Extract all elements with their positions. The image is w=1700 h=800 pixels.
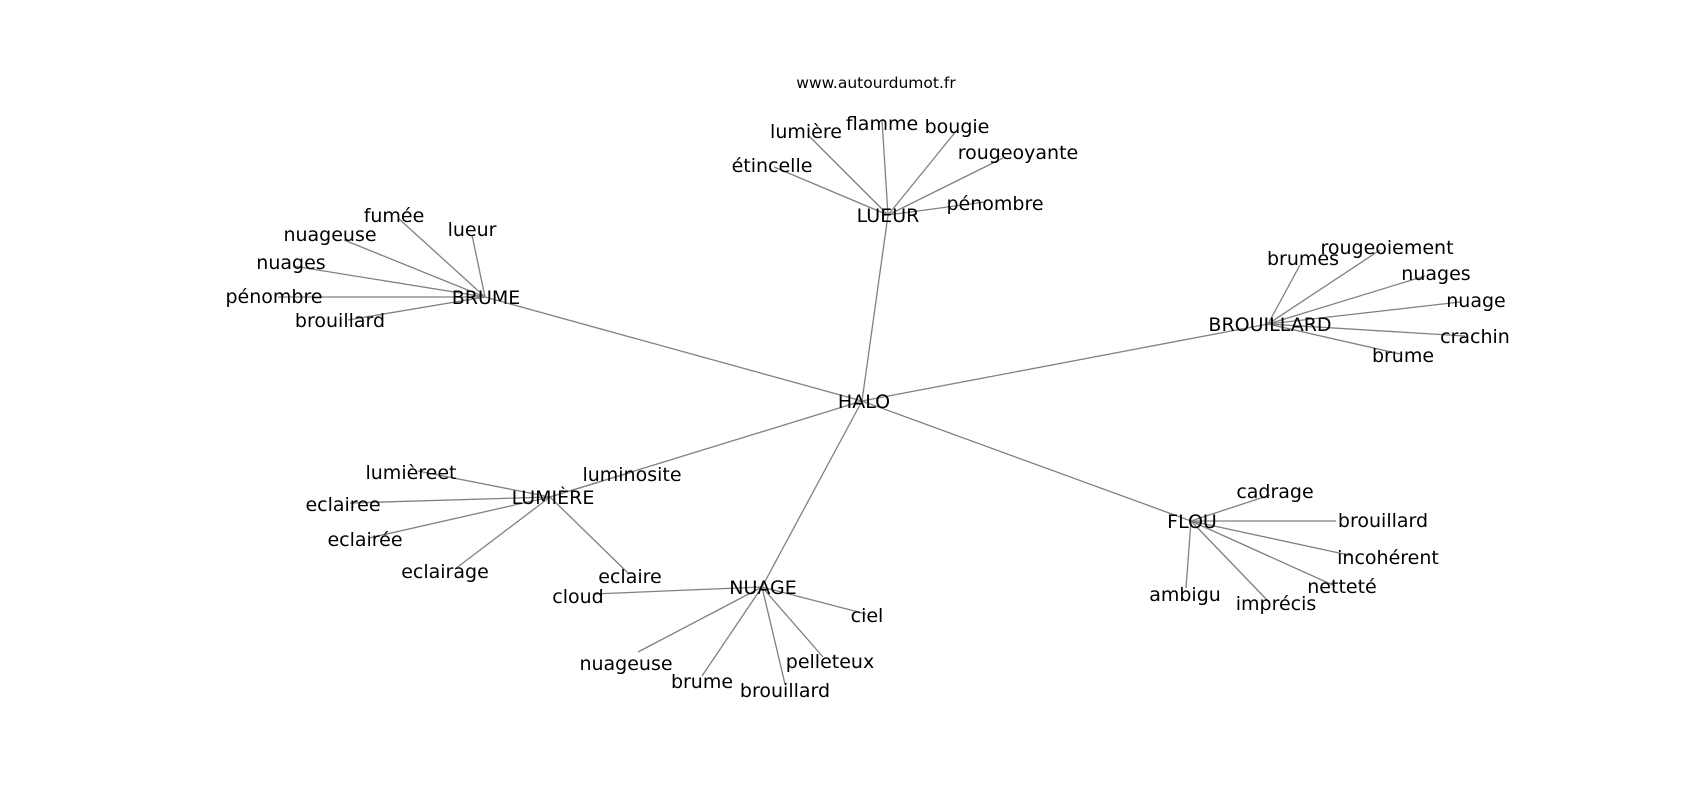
- edge-brouillard-rougeoiement: [1267, 249, 1381, 325]
- hub-node-flou[interactable]: FLOU: [1167, 511, 1217, 533]
- leaf-node-nuage-pelleteux[interactable]: pelleteux: [786, 651, 874, 673]
- leaf-node-brouillard-rougeoiement[interactable]: rougeoiement: [1320, 237, 1453, 259]
- leaf-node-nuage-brouillard[interactable]: brouillard: [740, 680, 830, 702]
- source-label: www.autourdumot.fr: [796, 74, 956, 92]
- edge-halo-flou: [861, 400, 1192, 522]
- hub-node-nuage[interactable]: NUAGE: [729, 577, 797, 599]
- edge-brume-brouillard: [347, 296, 486, 321]
- leaf-node-brume-fumee[interactable]: fumée: [364, 205, 425, 227]
- leaf-node-brume-penombre[interactable]: pénombre: [225, 286, 322, 308]
- edge-flou-nettete: [1190, 520, 1336, 587]
- leaf-node-nuage-nuageuse[interactable]: nuageuse: [579, 653, 672, 675]
- edge-nuage-pelleteux: [761, 586, 824, 658]
- leaf-node-flou-nettete[interactable]: netteté: [1307, 576, 1376, 598]
- leaf-node-brouillard-crachin[interactable]: crachin: [1440, 326, 1510, 348]
- edge-halo-brouillard: [861, 323, 1269, 402]
- edge-nuage-brouillard: [761, 586, 786, 685]
- edge-brouillard-nuage: [1267, 301, 1461, 325]
- leaf-node-lumiere-eclairage[interactable]: eclairage: [401, 561, 489, 583]
- edge-flou-incoherent: [1190, 520, 1354, 557]
- edge-lumiere-luminosite: [549, 471, 633, 498]
- leaf-node-nuage-ciel[interactable]: ciel: [851, 605, 884, 627]
- edge-nuage-nuageuse: [637, 586, 763, 653]
- leaf-node-lumiere-eclairee2[interactable]: eclairée: [327, 529, 402, 551]
- leaf-node-lumiere-luminosite[interactable]: luminosite: [582, 464, 681, 486]
- leaf-node-flou-cadrage[interactable]: cadrage: [1236, 481, 1313, 503]
- leaf-node-brume-nuages[interactable]: nuages: [256, 252, 325, 274]
- edge-lueur-rougeoyante: [887, 157, 1004, 216]
- edge-lumiere-eclaire: [549, 496, 629, 574]
- leaf-node-lueur-etincelle[interactable]: étincelle: [732, 155, 813, 177]
- leaf-node-lumiere-eclairee1[interactable]: eclairee: [305, 494, 380, 516]
- edge-brume-fumee: [397, 217, 486, 298]
- leaf-node-brouillard-nuage[interactable]: nuage: [1446, 290, 1505, 312]
- center-node-halo[interactable]: HALO: [838, 391, 890, 413]
- leaf-node-lueur-lumiere[interactable]: lumière: [770, 121, 842, 143]
- edge-flou-ambigu: [1185, 520, 1192, 589]
- leaf-node-brouillard-brume[interactable]: brume: [1372, 345, 1434, 367]
- edge-brouillard-brumes: [1267, 264, 1301, 325]
- edge-flou-cadrage: [1190, 494, 1271, 522]
- edge-nuage-cloud: [592, 586, 763, 595]
- leaf-node-lumiere-eclaire[interactable]: eclaire: [598, 566, 661, 588]
- edge-lueur-bougie: [887, 129, 958, 216]
- edge-brouillard-nuages: [1267, 275, 1426, 325]
- edge-flou-imprecis: [1190, 520, 1269, 602]
- leaf-node-lueur-flamme[interactable]: flamme: [846, 113, 918, 135]
- leaf-node-flou-imprecis[interactable]: imprécis: [1236, 593, 1317, 615]
- edge-lueur-flamme: [881, 119, 889, 216]
- leaf-node-lueur-rougeoyante[interactable]: rougeoyante: [958, 142, 1079, 164]
- edge-brouillard-crachin: [1267, 323, 1466, 337]
- edge-lumiere-eclairee1: [349, 496, 551, 504]
- edge-nuage-brume: [701, 586, 763, 677]
- leaf-node-nuage-brume[interactable]: brume: [671, 671, 733, 693]
- edge-brume-lueur: [471, 234, 486, 298]
- leaf-node-brume-brouillard[interactable]: brouillard: [295, 310, 385, 332]
- leaf-node-brouillard-nuages[interactable]: nuages: [1401, 263, 1470, 285]
- edge-halo-nuage: [761, 400, 863, 588]
- leaf-node-flou-incoherent[interactable]: incohérent: [1337, 547, 1439, 569]
- edge-lumiere-lumiereet: [417, 470, 551, 498]
- leaf-node-brouillard-brumes[interactable]: brumes: [1267, 248, 1339, 270]
- leaf-node-flou-ambigu[interactable]: ambigu: [1149, 584, 1221, 606]
- edge-halo-lueur: [861, 214, 889, 402]
- leaf-node-lueur-penombre[interactable]: pénombre: [946, 193, 1043, 215]
- edge-lumiere-eclairee2: [368, 496, 551, 539]
- leaf-node-nuage-cloud[interactable]: cloud: [552, 586, 603, 608]
- hub-node-lueur[interactable]: LUEUR: [857, 205, 920, 227]
- edge-lumiere-eclairage: [454, 496, 551, 570]
- graph-edges: [278, 119, 1466, 685]
- leaf-node-flou-brouillard[interactable]: brouillard: [1338, 510, 1428, 532]
- leaf-node-brume-lueur[interactable]: lueur: [448, 219, 497, 241]
- leaf-node-brume-nuageuse[interactable]: nuageuse: [283, 224, 376, 246]
- edge-brouillard-brume: [1267, 323, 1401, 355]
- leaf-node-lumiere-lumiereet[interactable]: lumièreet: [365, 462, 456, 484]
- hub-node-lumiere[interactable]: LUMIÈRE: [512, 486, 595, 509]
- edge-lueur-lumiere: [807, 134, 889, 216]
- edge-nuage-ciel: [761, 586, 867, 615]
- leaf-node-lueur-bougie[interactable]: bougie: [925, 116, 990, 138]
- edge-lueur-etincelle: [773, 166, 889, 216]
- hub-node-brume[interactable]: BRUME: [452, 287, 521, 309]
- edge-brume-nuageuse: [343, 239, 486, 298]
- edge-halo-brume: [484, 296, 863, 402]
- edge-lueur-penombre: [887, 201, 986, 216]
- hub-node-brouillard[interactable]: BROUILLARD: [1208, 314, 1331, 336]
- edge-brume-nuages: [292, 265, 486, 298]
